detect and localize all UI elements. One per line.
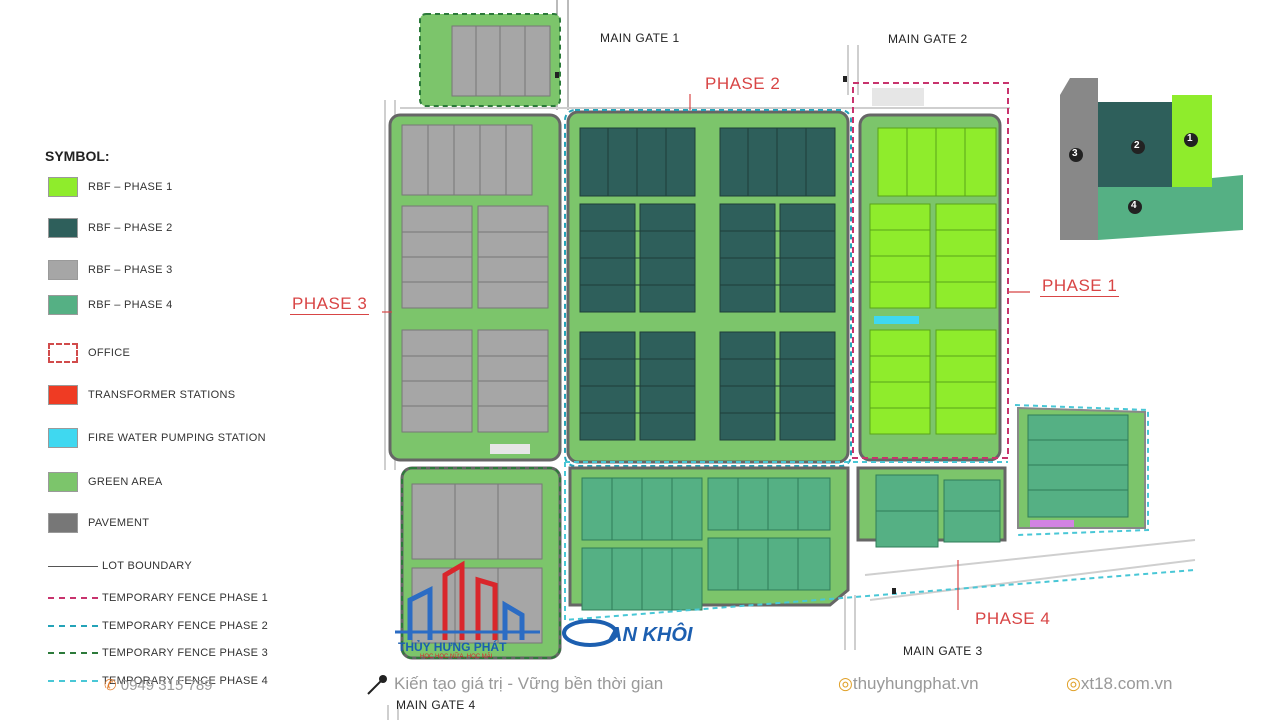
phase-leader-lines	[382, 94, 1030, 610]
legend-item: TEMPORARY FENCE PHASE 1	[48, 592, 268, 604]
footer-pin-icon	[367, 675, 387, 695]
phase4-blocks	[564, 404, 1196, 622]
legend-label: FIRE WATER PUMPING STATION	[88, 432, 266, 444]
legend-item: RBF – PHASE 1	[48, 177, 173, 197]
footer-phone: ✆ 0949 315 789	[104, 676, 213, 694]
an-khoi-logo-text: AN KHÔI	[608, 624, 693, 646]
legend-label: TEMPORARY FENCE PHASE 2	[102, 620, 269, 632]
legend-label: TEMPORARY FENCE PHASE 4	[102, 675, 269, 687]
legend-item: RBF – PHASE 4	[48, 295, 173, 315]
legend-swatch	[48, 177, 78, 197]
keymap-label-2: 2	[1134, 140, 1140, 151]
legend-swatch	[48, 513, 78, 533]
footer-site-1[interactable]: ◎thuyhungphat.vn	[838, 674, 979, 694]
footer-site-2[interactable]: ◎xt18.com.vn	[1066, 674, 1173, 694]
legend: SYMBOL:	[45, 148, 345, 174]
phase2-label: PHASE 2	[705, 74, 781, 93]
legend-label: RBF – PHASE 4	[88, 299, 173, 311]
legend-item: FIRE WATER PUMPING STATION	[48, 428, 266, 448]
key-map	[1060, 78, 1243, 240]
phase3-label: PHASE 3	[290, 294, 370, 315]
phone-icon: ✆	[104, 677, 117, 694]
main-gate-4-label: MAIN GATE 4	[396, 698, 476, 712]
thuy-hung-phat-logo-text: THỦY HƯNG PHÁT	[398, 640, 507, 654]
phase4-label: PHASE 4	[975, 609, 1051, 628]
legend-label: TRANSFORMER STATIONS	[88, 389, 236, 401]
phase3-main-block	[388, 113, 562, 462]
legend-swatch	[48, 218, 78, 238]
legend-swatch	[48, 385, 78, 405]
phase1-block	[852, 82, 1009, 462]
legend-swatch	[48, 652, 98, 654]
legend-label: GREEN AREA	[88, 476, 163, 488]
legend-swatch	[48, 295, 78, 315]
legend-swatch	[48, 565, 98, 567]
legend-item: LOT BOUNDARY	[48, 560, 192, 572]
thuy-hung-phat-logo-graphic	[395, 560, 540, 640]
phase3-north-block	[419, 13, 561, 107]
legend-swatch	[48, 597, 98, 599]
phase2-block	[564, 109, 852, 467]
legend-swatch	[48, 343, 78, 363]
legend-item: GREEN AREA	[48, 472, 163, 492]
keymap-label-1: 1	[1187, 133, 1193, 144]
globe-icon: ◎	[838, 674, 853, 693]
legend-swatch	[48, 625, 98, 627]
keymap-label-3: 3	[1072, 148, 1078, 159]
an-khoi-logo-graphic	[562, 619, 618, 647]
gate-markers	[555, 72, 896, 594]
legend-label: PAVEMENT	[88, 517, 150, 529]
legend-item: PAVEMENT	[48, 513, 149, 533]
legend-label: TEMPORARY FENCE PHASE 3	[102, 647, 269, 659]
legend-label: OFFICE	[88, 347, 131, 359]
legend-item: RBF – PHASE 3	[48, 260, 173, 280]
globe-icon: ◎	[1066, 674, 1081, 693]
footer-site-1-text: thuyhungphat.vn	[852, 674, 979, 693]
legend-label: RBF – PHASE 3	[88, 264, 173, 276]
legend-item: OFFICE	[48, 343, 130, 363]
legend-item: RBF – PHASE 2	[48, 218, 173, 238]
legend-swatch	[48, 260, 78, 280]
legend-item: TEMPORARY FENCE PHASE 4	[48, 675, 268, 687]
legend-swatch	[48, 472, 78, 492]
main-gate-1-label: MAIN GATE 1	[600, 31, 680, 45]
main-gate-2-label: MAIN GATE 2	[888, 32, 968, 46]
legend-swatch	[48, 680, 98, 682]
legend-swatch	[48, 428, 78, 448]
legend-item: TEMPORARY FENCE PHASE 3	[48, 647, 268, 659]
footer-slogan: Kiến tạo giá trị - Vững bền thời gian	[394, 674, 664, 693]
legend-item: TEMPORARY FENCE PHASE 2	[48, 620, 268, 632]
footer-site-2-text: xt18.com.vn	[1080, 674, 1173, 693]
legend-label: RBF – PHASE 1	[88, 181, 173, 193]
phase3-south-block	[400, 466, 562, 660]
legend-label: RBF – PHASE 2	[88, 222, 173, 234]
footer-phone-text: 0949 315 789	[120, 677, 213, 694]
thuy-hung-phat-logo-subtitle: HỌC HỌC NỮA, HỌC MÃI	[420, 654, 493, 660]
legend-title: SYMBOL:	[45, 148, 110, 164]
legend-item: TRANSFORMER STATIONS	[48, 385, 235, 405]
legend-label: TEMPORARY FENCE PHASE 1	[102, 592, 269, 604]
keymap-label-4: 4	[1131, 200, 1137, 211]
legend-label: LOT BOUNDARY	[102, 560, 192, 572]
phase1-label: PHASE 1	[1040, 276, 1120, 297]
main-gate-3-label: MAIN GATE 3	[903, 644, 983, 658]
